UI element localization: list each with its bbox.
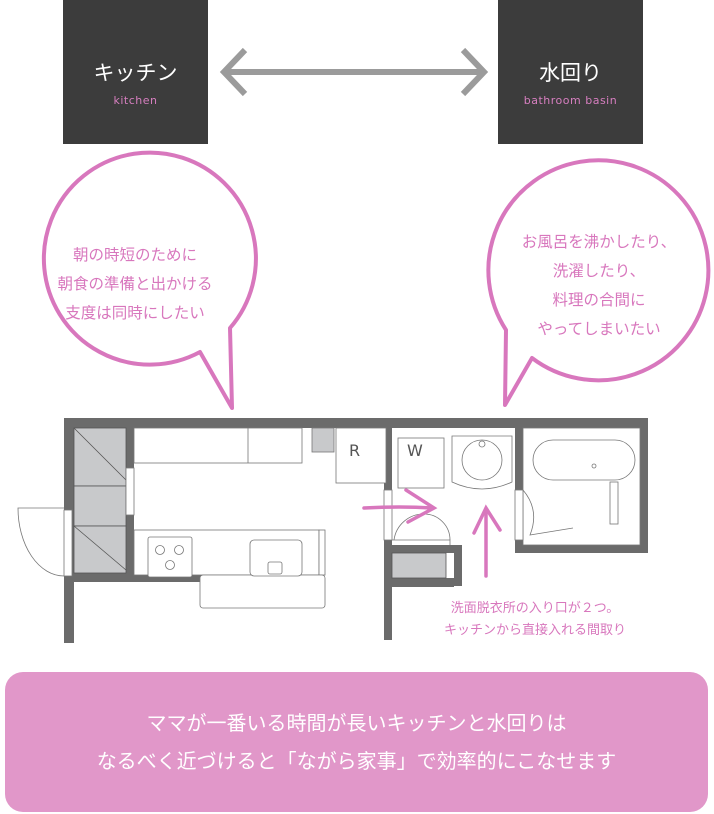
note-line: キッチンから直接入れる間取り bbox=[443, 623, 626, 638]
right-bubble-text: お風呂を沸かしたり、 洗濯したり、 料理の合間に やってしまいたい bbox=[494, 228, 704, 344]
bathtub-icon bbox=[532, 439, 636, 481]
banner-line: ママが一番いる時間が長いキッチンと水回りは bbox=[146, 711, 567, 735]
washer bbox=[397, 437, 445, 489]
kitchen-box: キッチン kitchen bbox=[63, 0, 208, 144]
summary-banner: ママが一番いる時間が長いキッチンと水回りは なるべく近づけると「ながら家事」で効… bbox=[5, 672, 708, 812]
fridge bbox=[335, 427, 387, 484]
left-bubble-line: 朝食の準備と出かける bbox=[57, 275, 213, 293]
entry-arrow-icons bbox=[362, 488, 502, 578]
water-subtitle: bathroom basin bbox=[523, 94, 618, 107]
washroom-door-icon bbox=[393, 513, 451, 541]
right-bubble-line: 料理の合間に bbox=[552, 291, 646, 309]
fridge-label: R bbox=[349, 441, 361, 460]
kitchen-title: キッチン bbox=[93, 61, 178, 85]
right-bubble-line: 洗濯したり、 bbox=[552, 262, 646, 280]
left-bubble-line: 朝の時短のために bbox=[72, 246, 197, 264]
washer-label: W bbox=[407, 441, 423, 460]
entrance-note: 洗面脱衣所の入り口が２つ。 キッチンから直接入れる間取り bbox=[400, 598, 670, 642]
water-title: 水回り bbox=[539, 61, 602, 85]
left-bubble-text: 朝の時短のために 朝食の準備と出かける 支度は同時にしたい bbox=[35, 241, 235, 328]
kitchen-subtitle: kitchen bbox=[113, 94, 158, 107]
note-line: 洗面脱衣所の入り口が２つ。 bbox=[450, 601, 620, 616]
stove-icon bbox=[147, 536, 193, 578]
left-speech-bubble bbox=[41, 150, 258, 410]
double-arrow-icon bbox=[219, 47, 489, 97]
storage-closet bbox=[73, 427, 127, 574]
entrance-door-icon bbox=[17, 507, 73, 577]
sink-icon bbox=[249, 539, 303, 577]
floor-plan bbox=[17, 418, 648, 643]
left-bubble-line: 支度は同時にしたい bbox=[65, 304, 205, 322]
water-box: 水回り bathroom basin bbox=[498, 0, 643, 144]
right-bubble-line: お風呂を沸かしたり、 bbox=[521, 233, 677, 251]
right-bubble-line: やってしまいたい bbox=[537, 320, 661, 338]
upper-cabinet bbox=[133, 427, 303, 464]
right-speech-bubble bbox=[486, 158, 711, 407]
banner-line: なるべく近づけると「ながら家事」で効率的にこなせます bbox=[96, 749, 617, 773]
